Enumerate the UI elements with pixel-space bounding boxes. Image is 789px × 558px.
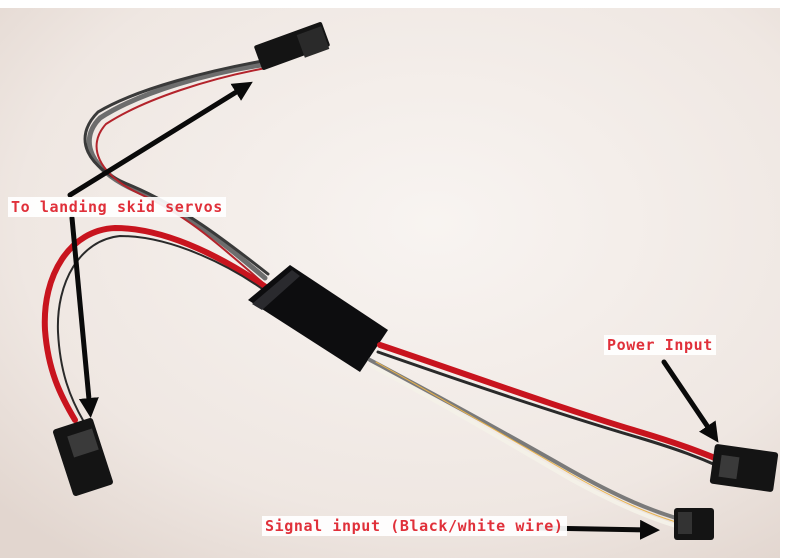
upper-servo-lead: [83, 58, 271, 283]
signal-lead: [368, 358, 678, 528]
power-input-label: Power Input: [604, 335, 716, 355]
bottom-left-connector: [52, 418, 114, 496]
power-connector: [709, 444, 779, 492]
switch-module: [248, 265, 388, 372]
arrow-to-power-connector: [661, 359, 719, 443]
signal-input-label: Signal input (Black/white wire): [262, 516, 567, 536]
landing-skid-label: To landing skid servos: [8, 197, 226, 217]
arrow-to-top-connector: [67, 81, 253, 198]
power-lead: [376, 342, 723, 468]
top-connector: [254, 22, 330, 70]
signal-connector: [674, 508, 714, 540]
arrow-to-bottom-connector: [69, 215, 99, 418]
